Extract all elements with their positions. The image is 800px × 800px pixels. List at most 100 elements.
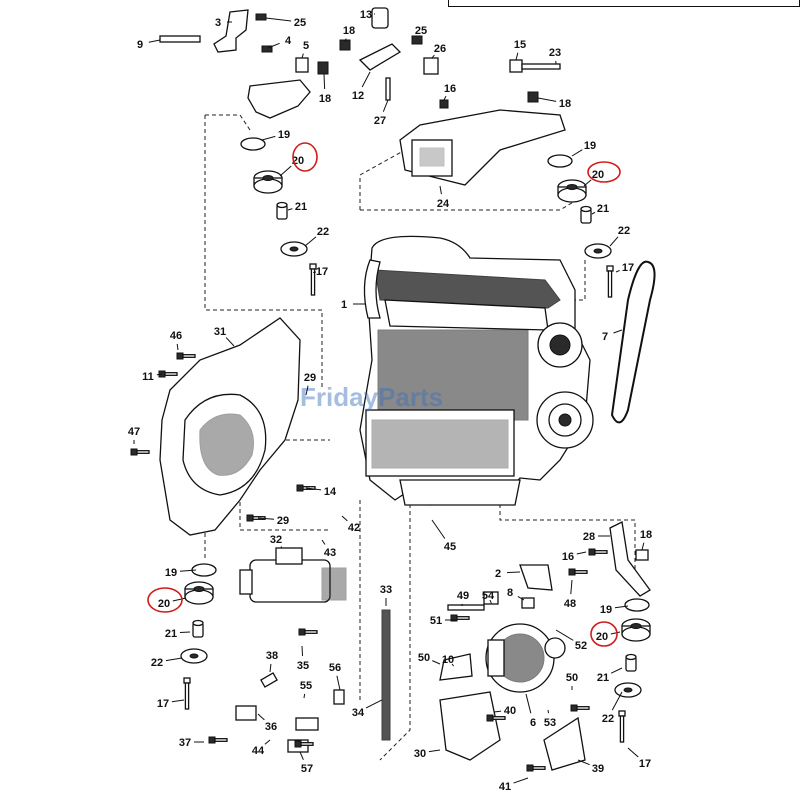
leader-line-c19c bbox=[179, 569, 197, 572]
callout-5: 5 bbox=[303, 40, 309, 52]
callout-2: 2 bbox=[495, 568, 501, 580]
leader-line-c22d bbox=[611, 691, 623, 711]
callout-22: 22 bbox=[602, 713, 614, 725]
leader-line-c39 bbox=[577, 759, 590, 766]
callout-32: 32 bbox=[270, 534, 282, 546]
leader-line-c29a bbox=[305, 385, 309, 396]
leader-line-c19a bbox=[261, 135, 276, 141]
callout-41: 41 bbox=[499, 781, 511, 793]
mount-stack-lower-right bbox=[614, 598, 651, 743]
callout-4: 4 bbox=[285, 35, 292, 47]
leader-line-c7 bbox=[613, 329, 623, 334]
leader-line-c18c bbox=[537, 97, 557, 102]
callout-23: 23 bbox=[549, 47, 561, 59]
callout-48: 48 bbox=[564, 598, 576, 610]
leader-line-c29b bbox=[257, 517, 275, 520]
callout-18: 18 bbox=[559, 98, 571, 110]
leader-line-c48 bbox=[570, 579, 573, 595]
leader-line-c19b bbox=[571, 149, 583, 157]
callout-36: 36 bbox=[265, 721, 277, 733]
callout-22: 22 bbox=[317, 226, 329, 238]
callout-11: 11 bbox=[142, 371, 154, 383]
callout-7: 7 bbox=[602, 331, 608, 343]
highlight-circle-c20c bbox=[147, 587, 183, 613]
callout-33: 33 bbox=[380, 584, 392, 596]
leader-line-c12 bbox=[361, 71, 371, 88]
mount-stack-lower-left bbox=[180, 563, 217, 710]
leader-line-c10 bbox=[451, 663, 455, 667]
bolt-9 bbox=[159, 35, 201, 43]
leader-line-c35 bbox=[301, 645, 304, 657]
callout-40: 40 bbox=[504, 705, 516, 717]
callout-20: 20 bbox=[596, 631, 608, 643]
callout-29: 29 bbox=[304, 372, 316, 384]
callout-13: 13 bbox=[360, 9, 372, 21]
callout-57: 57 bbox=[301, 763, 313, 775]
callout-15: 15 bbox=[514, 39, 526, 51]
alternator-cover bbox=[439, 691, 501, 761]
callout-52: 52 bbox=[575, 640, 587, 652]
flywheel-housing bbox=[159, 317, 301, 536]
leader-line-c21b bbox=[591, 211, 596, 215]
leader-line-c5 bbox=[301, 53, 304, 59]
callout-22: 22 bbox=[618, 225, 630, 237]
leader-line-c16b bbox=[576, 551, 587, 555]
leader-line-c56 bbox=[336, 675, 341, 691]
leader-line-c4 bbox=[267, 42, 280, 49]
callout-28: 28 bbox=[583, 531, 595, 543]
callout-25: 25 bbox=[415, 25, 427, 37]
leader-line-c41 bbox=[513, 777, 529, 784]
callout-30: 30 bbox=[414, 748, 426, 760]
callout-12: 12 bbox=[352, 90, 364, 102]
leader-line-c43 bbox=[321, 539, 326, 545]
callout-27: 27 bbox=[374, 115, 386, 127]
leader-line-c20d bbox=[610, 631, 621, 635]
leader-line-c36 bbox=[257, 713, 265, 721]
callout-47: 47 bbox=[128, 426, 140, 438]
leader-line-c22b bbox=[609, 236, 619, 247]
callout-43: 43 bbox=[324, 547, 336, 559]
leader-line-c30 bbox=[428, 749, 441, 753]
leader-line-c34 bbox=[365, 699, 383, 709]
callout-17: 17 bbox=[157, 698, 169, 710]
callout-51: 51 bbox=[430, 615, 442, 627]
leader-line-c57 bbox=[299, 751, 304, 760]
callout-22: 22 bbox=[151, 657, 163, 669]
leader-line-c16a bbox=[443, 95, 447, 101]
callout-10: 10 bbox=[442, 654, 454, 666]
callout-18: 18 bbox=[640, 529, 652, 541]
leader-line-c6 bbox=[525, 693, 532, 714]
leader-line-c21d bbox=[610, 667, 623, 674]
callout-8: 8 bbox=[507, 587, 513, 599]
leader-line-c24 bbox=[439, 185, 442, 195]
callout-18: 18 bbox=[343, 25, 355, 37]
front-engine-mount-bracket bbox=[247, 79, 311, 119]
callout-21: 21 bbox=[597, 672, 609, 684]
leader-line-c9 bbox=[148, 39, 161, 43]
callout-56: 56 bbox=[329, 662, 341, 674]
callout-49: 49 bbox=[457, 590, 469, 602]
callout-17: 17 bbox=[639, 758, 651, 770]
leader-line-c22c bbox=[165, 657, 183, 662]
callout-24: 24 bbox=[437, 198, 450, 210]
leader-line-c17b bbox=[615, 270, 620, 273]
callout-55: 55 bbox=[300, 680, 312, 692]
callout-38: 38 bbox=[266, 650, 278, 662]
callout-3: 3 bbox=[215, 17, 221, 29]
callout-25: 25 bbox=[294, 17, 306, 29]
leader-line-c21c bbox=[179, 631, 191, 634]
mount-stack-upper-left bbox=[240, 137, 317, 296]
callout-44: 44 bbox=[252, 745, 265, 757]
callout-45: 45 bbox=[444, 541, 456, 553]
leader-line-c11 bbox=[156, 373, 163, 376]
leader-line-c50a bbox=[432, 660, 441, 665]
leader-line-c2 bbox=[506, 571, 521, 574]
callout-19: 19 bbox=[278, 129, 290, 141]
leader-line-c25a bbox=[265, 17, 292, 22]
callout-18: 18 bbox=[319, 93, 331, 105]
highlight-circle-c20b bbox=[587, 161, 621, 183]
callout-34: 34 bbox=[352, 707, 365, 719]
callout-29: 29 bbox=[277, 515, 289, 527]
highlight-circle-c20d bbox=[590, 621, 618, 647]
